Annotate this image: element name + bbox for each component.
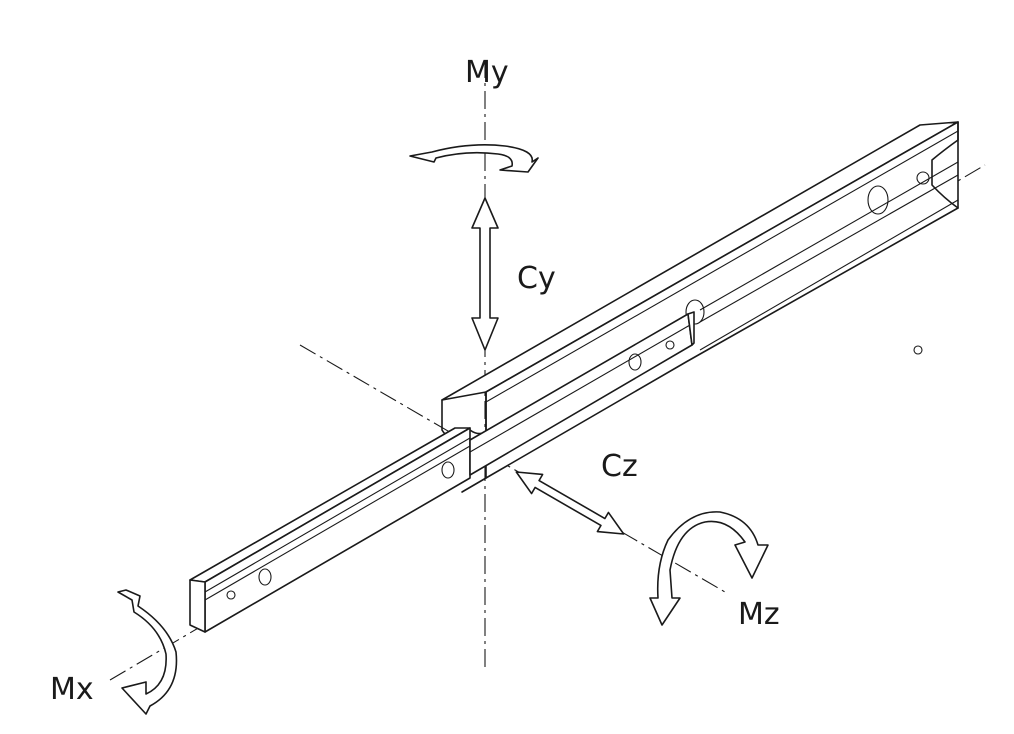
- outer-rail-hole-2: [916, 171, 930, 185]
- carriage-hole-1: [628, 353, 642, 371]
- cz-double-arrow-icon: [515, 471, 625, 535]
- my-moment-arrow: [409, 144, 539, 173]
- label-mz: Mz: [738, 597, 780, 632]
- mx-moment-arrow: [117, 589, 178, 715]
- my-rotation-arrow-icon: [409, 144, 539, 173]
- label-mx: Mx: [50, 672, 94, 707]
- outer-rail-hole-1: [867, 185, 889, 215]
- inner-rail-hole-1: [258, 568, 272, 586]
- cz-force-arrow: [515, 471, 625, 535]
- outer-rail-groove-line-1: [485, 130, 959, 403]
- outer-rail-groove-line-3: [699, 174, 959, 323]
- inner-rail-groove-line-1: [204, 437, 471, 593]
- carriage-front-face: [687, 311, 695, 346]
- transverse-z-axis: [299, 344, 726, 593]
- outer-rail-hole-4: [685, 299, 705, 325]
- inner-rail-side-face: [204, 427, 471, 633]
- mz-rotation-arrow-icon: [649, 511, 769, 626]
- outer-rail-bottom-edge: [461, 477, 487, 493]
- outer-rail-far-end-cap: [931, 121, 959, 209]
- cy-double-arrow-icon: [471, 197, 499, 351]
- outer-rail-hole-3: [913, 345, 923, 355]
- carriage-hole-2: [665, 340, 675, 350]
- inner-rail-groove-line-2: [204, 445, 471, 601]
- carriage-block: [469, 311, 695, 476]
- inner-rail-hole-3: [441, 461, 455, 479]
- label-cz: Cz: [601, 449, 638, 484]
- inner-rail-end-face: [189, 579, 206, 633]
- inner-rail-hole-2: [226, 590, 236, 600]
- outer-rail-groove-line-2: [699, 161, 959, 311]
- carriage-edge-line: [469, 324, 691, 453]
- label-cy: Cy: [517, 261, 556, 296]
- inner-rail: [189, 427, 471, 633]
- cy-force-arrow: [471, 197, 499, 351]
- mx-rotation-arrow-icon: [117, 589, 178, 715]
- mz-moment-arrow: [649, 511, 769, 626]
- label-my: My: [465, 55, 509, 90]
- outer-rail-groove-line-4: [699, 199, 959, 351]
